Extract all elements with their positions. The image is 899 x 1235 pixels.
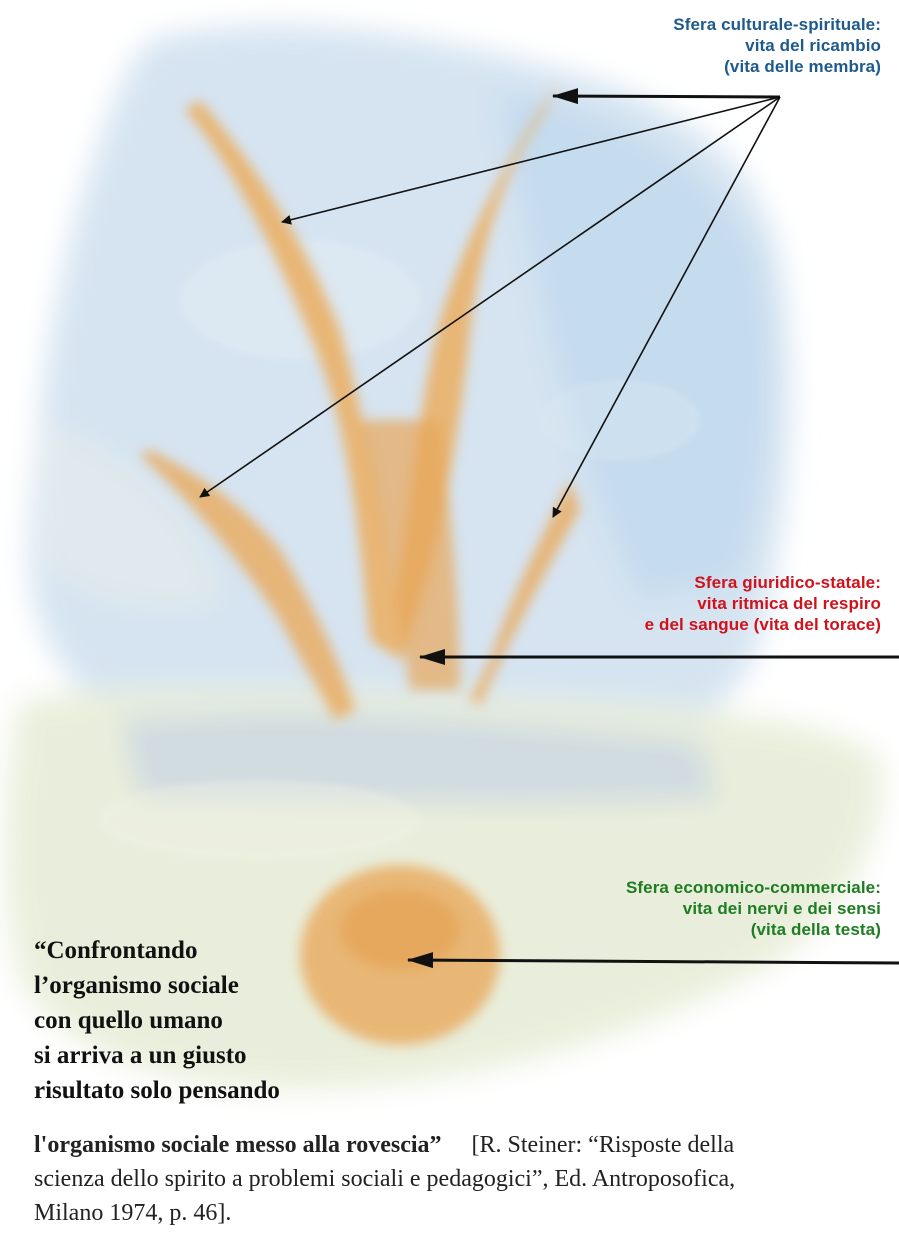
quote-last-line: l'organismo sociale messo alla rovescia”	[34, 1132, 442, 1158]
quote-line: con quello umano	[34, 1003, 280, 1038]
label-line: Sfera culturale-spirituale:	[673, 14, 881, 35]
citation-line-3: Milano 1974, p. 46].	[34, 1196, 884, 1230]
label-line: vita del ricambio	[673, 35, 881, 56]
label-line: vita dei nervi e dei sensi	[626, 898, 881, 919]
quote-line: si arriva a un giusto	[34, 1038, 280, 1073]
label-juridical-state: Sfera giuridico-statale: vita ritmica de…	[645, 572, 881, 635]
quote-line: risultato solo pensando	[34, 1073, 280, 1108]
citation-line-2: scienza dello spirito a problemi sociali…	[34, 1162, 884, 1196]
citation-block: l'organismo sociale messo alla rovescia”…	[34, 1128, 884, 1230]
label-line: (vita delle membra)	[673, 56, 881, 77]
citation-line-1: [R. Steiner: “Risposte della	[472, 1132, 735, 1158]
quote-line: l’organismo sociale	[34, 968, 280, 1003]
label-line: vita ritmica del respiro	[645, 593, 881, 614]
arrow-to-right-top	[553, 96, 780, 97]
citation-first-line: l'organismo sociale messo alla rovescia”…	[34, 1128, 884, 1162]
label-line: (vita della testa)	[626, 919, 881, 940]
label-line: Sfera economico-commerciale:	[626, 877, 881, 898]
steiner-quote: “Confrontando l’organismo sociale con qu…	[34, 933, 280, 1108]
label-line: Sfera giuridico-statale:	[645, 572, 881, 593]
label-economic-commercial: Sfera economico-commerciale: vita dei ne…	[626, 877, 881, 940]
quote-line: “Confrontando	[34, 933, 280, 968]
label-cultural-spiritual: Sfera culturale-spirituale: vita del ric…	[673, 14, 881, 77]
label-line: e del sangue (vita del torace)	[645, 614, 881, 635]
